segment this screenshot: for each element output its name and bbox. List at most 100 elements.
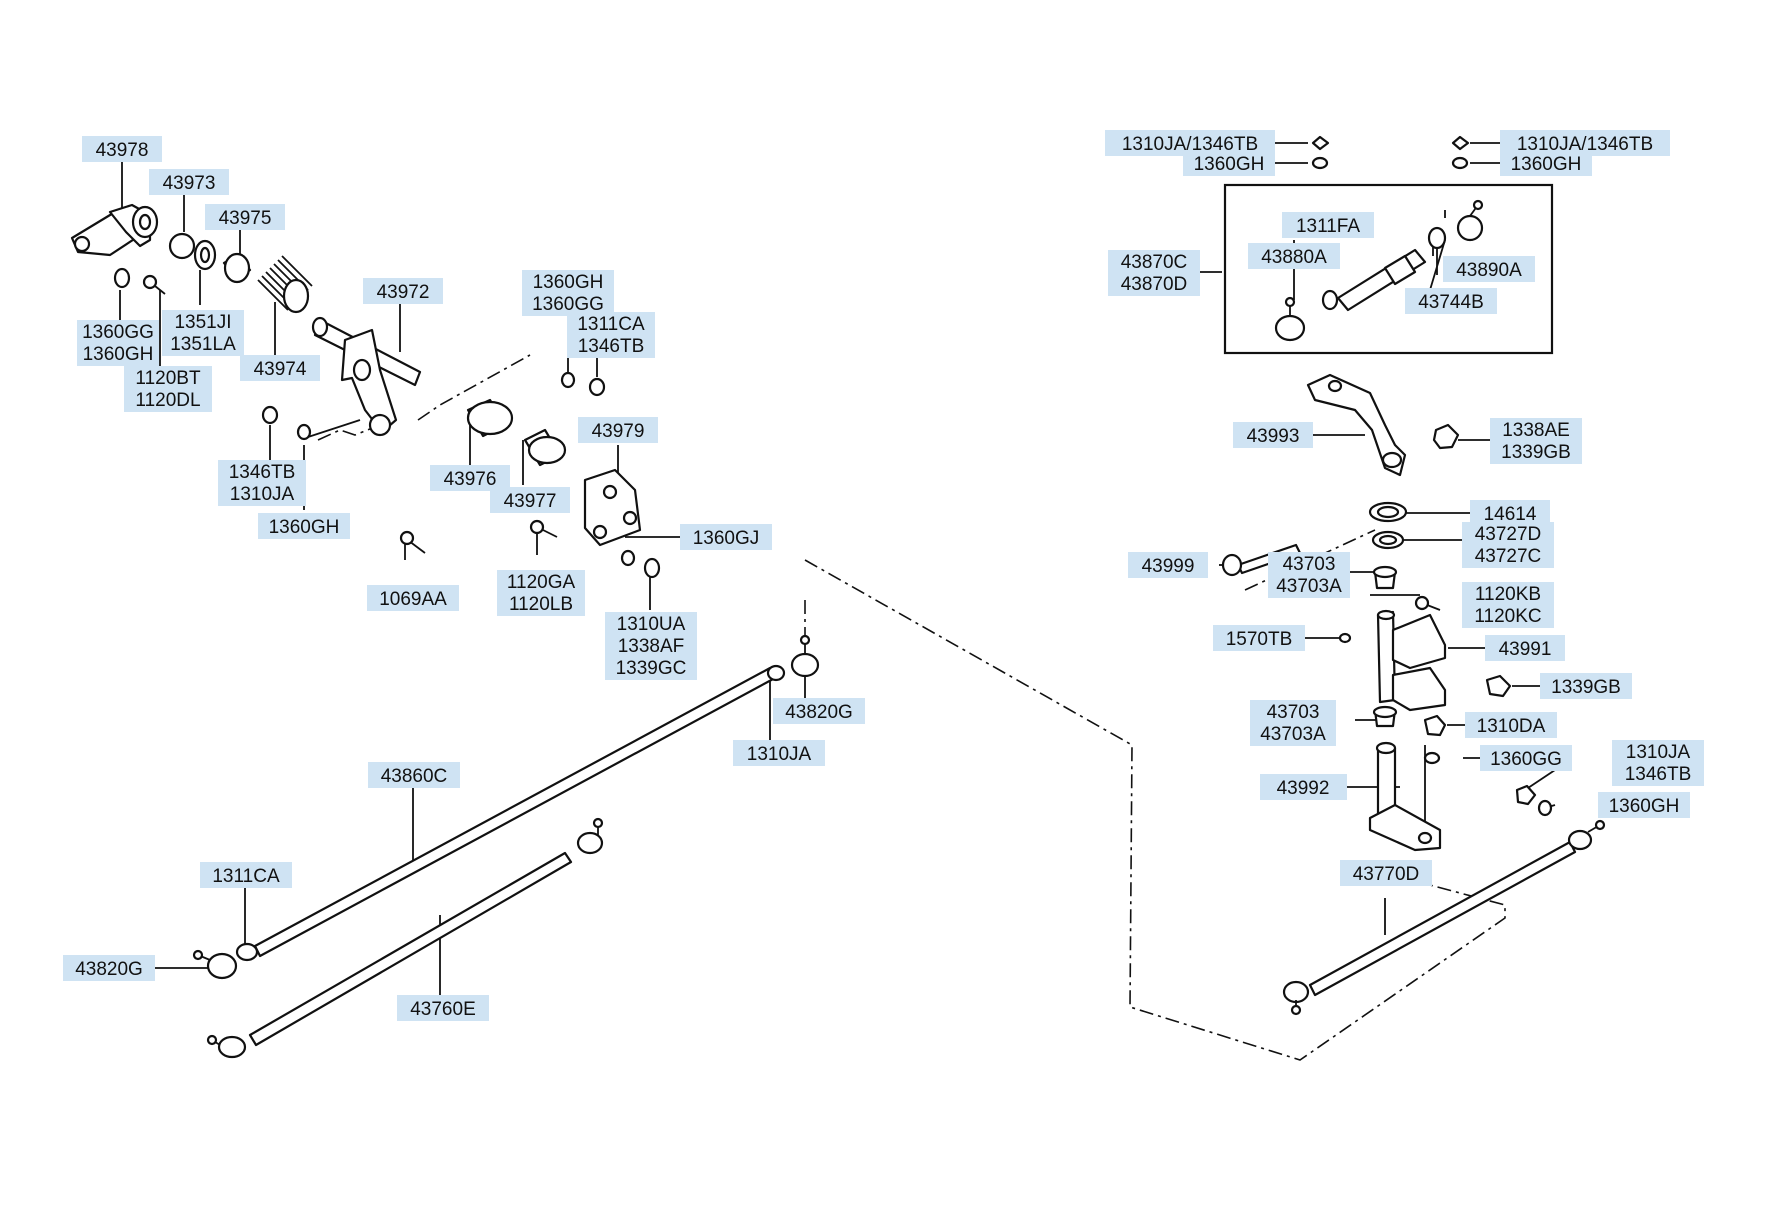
svg-text:43744B: 43744B [1418,292,1484,313]
part-1310JA-nut-top-right [1451,135,1470,151]
svg-text:14614: 14614 [1484,504,1537,525]
svg-text:43890A: 43890A [1456,260,1522,281]
label-43880A: 43880A [1248,243,1340,269]
svg-text:1311CA: 1311CA [212,866,280,887]
svg-text:1311CA: 1311CA [577,314,645,335]
part-43820G-balljoint-upper [790,634,820,678]
part-1120KB-bolt [1414,595,1441,611]
svg-text:43977: 43977 [504,491,557,512]
svg-text:43820G: 43820G [785,702,853,723]
part-1360GH-washer-top-left [1311,156,1329,170]
svg-text:1120KB: 1120KB [1475,584,1541,605]
part-43992-shaft [1368,741,1442,852]
labels: 43978 43973 43975 43974 43972 43979 1360… [63,130,1704,1021]
svg-text:1360GH: 1360GH [83,344,154,365]
label-43976: 43976 [430,465,510,491]
svg-text:1360GG: 1360GG [82,322,154,343]
svg-text:43976: 43976 [444,469,497,490]
svg-text:43999: 43999 [1142,556,1195,577]
svg-text:1360GH: 1360GH [1194,154,1265,175]
label-1360GH-left: 1360GH [1183,150,1275,176]
part-1310JA-nut-top-left [1311,135,1330,151]
part-1360GG-washer [1423,751,1441,765]
svg-text:43978: 43978 [96,140,149,161]
part-43703-bush-b [1372,705,1398,728]
part-1351JI-ring [193,239,217,271]
part-1120BT-bolt [142,274,166,295]
svg-text:43870D: 43870D [1121,274,1188,295]
part-1339GB-nut [1485,674,1512,698]
label-1570TB: 1570TB [1213,625,1305,651]
label-43820G-a: 43820G [773,698,865,724]
part-1310DA-nut [1423,714,1447,737]
svg-text:43820G: 43820G [75,959,143,980]
part-43870-rod [1336,248,1427,312]
part-1360GJ-washer [620,549,636,567]
svg-text:1310JA: 1310JA [230,484,295,505]
part-43703-bush-a [1372,565,1398,590]
label-43993: 43993 [1233,422,1313,448]
part-43727D-washer [1371,530,1405,550]
part-1360GG-washer [113,267,131,289]
label-43992: 43992 [1260,774,1347,800]
label-43860C: 43860C [368,762,460,788]
part-43979-plate [583,468,642,547]
part-1338AE-nut [1432,423,1460,450]
label-1360GG: 1360GG [1480,745,1572,771]
part-43976-bush [466,398,514,438]
label-43974: 43974 [240,355,320,381]
part-43770D-rod [1282,819,1606,1016]
svg-text:1120BT: 1120BT [135,368,201,389]
svg-text:1310JA: 1310JA [747,744,812,765]
part-43820G-balljoint-lower [192,949,238,980]
svg-text:43992: 43992 [1277,778,1330,799]
part-43991-lever [1376,609,1447,712]
svg-text:1310JA/1346TB: 1310JA/1346TB [1517,134,1653,155]
svg-text:1346TB: 1346TB [1625,764,1692,785]
svg-text:1360GJ: 1360GJ [693,528,760,549]
svg-text:1310JA: 1310JA [1626,742,1691,763]
part-1360GH-washer-top-right [1451,156,1469,170]
svg-text:1360GH: 1360GH [1609,796,1680,817]
svg-text:1360GH: 1360GH [1511,154,1582,175]
svg-text:1310JA/1346TB: 1310JA/1346TB [1122,134,1258,155]
label-43760E: 43760E [397,995,489,1021]
label-43770D: 43770D [1340,860,1432,886]
part-43978-bracket [70,203,159,257]
part-1346TB-nut [261,405,279,425]
svg-text:43973: 43973 [163,173,216,194]
label-43890A: 43890A [1443,256,1535,282]
svg-text:43979: 43979 [592,421,645,442]
svg-text:1351JI: 1351JI [174,312,231,333]
svg-text:43770D: 43770D [1353,864,1420,885]
label-43991: 43991 [1485,635,1565,661]
label-1311CA: 1311CA [200,862,292,888]
part-43870C-assembly-box [1223,183,1554,355]
svg-text:1339GB: 1339GB [1551,677,1621,698]
svg-text:43860C: 43860C [381,766,448,787]
label-43972: 43972 [363,278,443,304]
part-1069AA-bolt [399,530,426,554]
svg-text:1120LB: 1120LB [509,594,573,615]
label-1310DA: 1310DA [1465,712,1557,738]
label-43979: 43979 [578,417,658,443]
svg-text:43991: 43991 [1499,639,1552,660]
svg-text:1346TB: 1346TB [229,462,296,483]
part-14614-washer [1368,501,1408,523]
svg-text:1360GH: 1360GH [269,517,340,538]
svg-text:43727C: 43727C [1475,546,1542,567]
svg-text:1339GB: 1339GB [1501,442,1571,463]
